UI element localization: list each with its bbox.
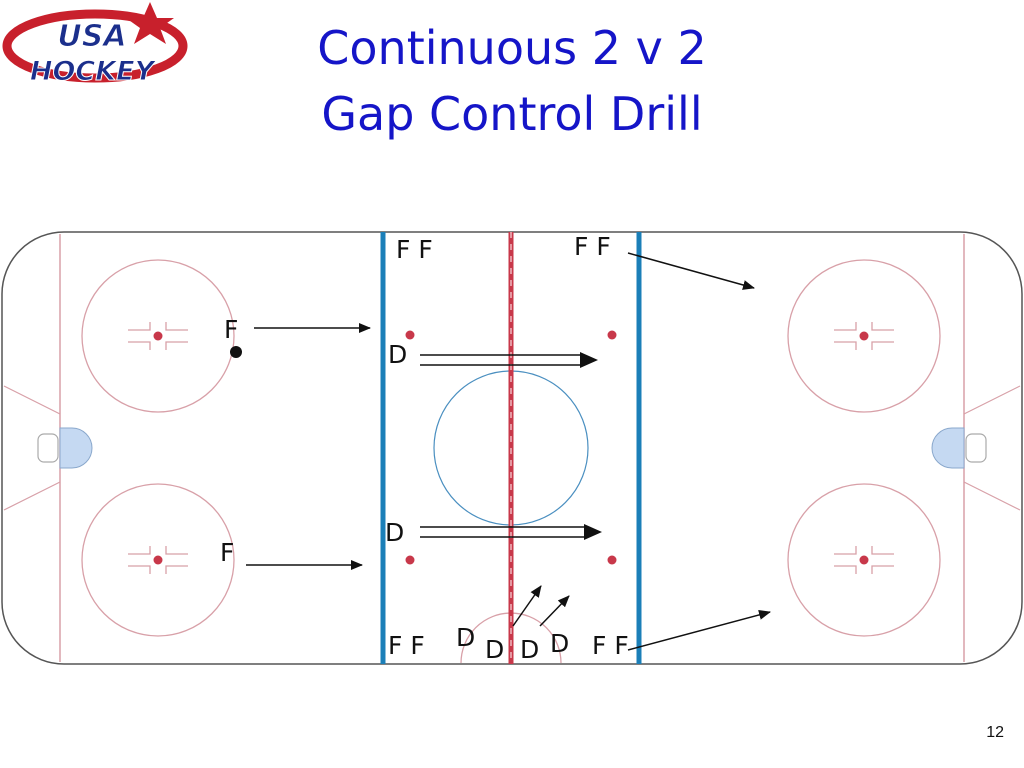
slide-title-line-1: Continuous 2 v 2 <box>317 21 707 75</box>
goal-crease-left <box>59 427 93 469</box>
skate-double-arrow-top <box>420 352 598 368</box>
goal-net-left <box>37 433 59 463</box>
usa-hockey-logo: USA HOCKEY <box>2 2 188 88</box>
faceoff-circle-right-top <box>787 259 941 413</box>
page-number: 12 <box>986 724 1004 741</box>
player-label-ff-bottom-left: F F <box>388 631 425 660</box>
player-label-d-bottom-1: D <box>456 623 475 652</box>
neutral-faceoff-dot <box>607 555 617 565</box>
trapezoid-line <box>3 481 61 511</box>
puck <box>230 346 242 358</box>
player-label-d-bottom: D <box>385 518 404 547</box>
trapezoid-line <box>963 385 1021 415</box>
hockey-rink-diagram: F F F F F F D D F F D D D D F F <box>1 231 1023 665</box>
faceoff-circle-left-top <box>81 259 235 413</box>
svg-text:USA: USA <box>57 19 126 54</box>
trapezoid-line <box>3 385 61 415</box>
neutral-faceoff-dot <box>405 555 415 565</box>
skate-arrow <box>627 610 771 651</box>
skate-double-arrow-bottom <box>420 524 602 540</box>
player-label-f-left-bottom: F <box>220 538 234 567</box>
player-label-d-bottom-2: D <box>485 635 504 664</box>
goal-crease-right <box>931 427 965 469</box>
player-label-d-bottom-4: D <box>550 629 569 658</box>
trapezoid-line <box>963 481 1021 511</box>
player-label-f-left-top: F <box>224 315 238 344</box>
skate-arrow <box>627 252 755 290</box>
player-label-d-top: D <box>388 340 407 369</box>
faceoff-circle-left-bottom <box>81 483 235 637</box>
goal-net-right <box>965 433 987 463</box>
neutral-faceoff-dot <box>405 330 415 340</box>
player-label-ff-bottom-right: F F <box>592 631 629 660</box>
svg-text:HOCKEY: HOCKEY <box>30 56 157 87</box>
skate-arrow <box>539 595 570 627</box>
faceoff-circle-right-bottom <box>787 483 941 637</box>
player-label-d-bottom-3: D <box>520 635 539 664</box>
player-label-ff-top-left: F F <box>396 235 433 264</box>
skate-arrow <box>512 585 542 627</box>
slide-title-line-2: Gap Control Drill <box>321 87 703 141</box>
player-label-ff-top-right: F F <box>574 232 611 261</box>
neutral-faceoff-dot <box>607 330 617 340</box>
